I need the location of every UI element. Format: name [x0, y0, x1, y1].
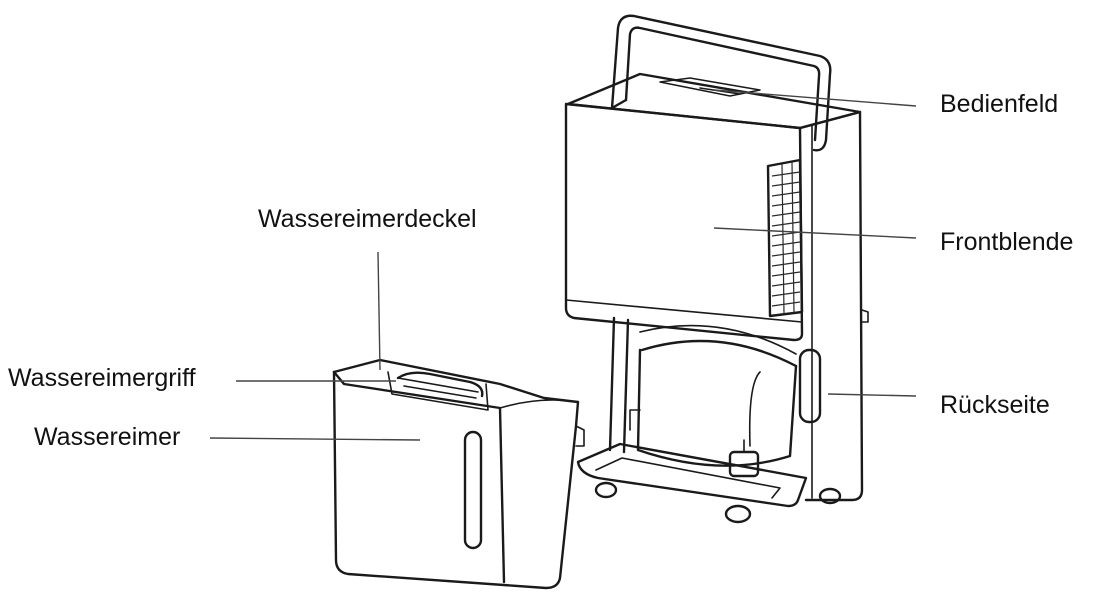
dehumidifier-unit — [564, 14, 869, 524]
leader-lines — [209, 89, 917, 441]
water-bucket-grip — [396, 371, 484, 398]
leader-bedienfeld — [713, 89, 917, 107]
leader-rueckseite — [827, 393, 917, 397]
label-control-panel: Bedienfeld — [940, 90, 1059, 118]
water-bucket — [332, 358, 585, 590]
vent-grille — [766, 158, 804, 318]
water-bucket-lid — [332, 358, 580, 411]
label-water-bucket-grip: Wassereimergriff — [8, 364, 196, 392]
side-panel — [798, 110, 869, 502]
leader-wassereimerdeckel — [377, 251, 381, 371]
leader-wassereimer — [209, 437, 421, 441]
compressor-area — [608, 316, 798, 478]
label-water-bucket-lid: Wassereimerdeckel — [258, 205, 477, 233]
label-water-bucket: Wassereimer — [34, 423, 181, 451]
water-bucket-body — [332, 370, 585, 590]
carrying-handle — [610, 14, 832, 152]
caster-base — [576, 442, 842, 524]
label-back-side: Rückseite — [940, 391, 1050, 419]
label-front-panel: Frontblende — [940, 228, 1074, 256]
front-panel — [564, 102, 804, 342]
leader-frontblende — [713, 227, 917, 239]
